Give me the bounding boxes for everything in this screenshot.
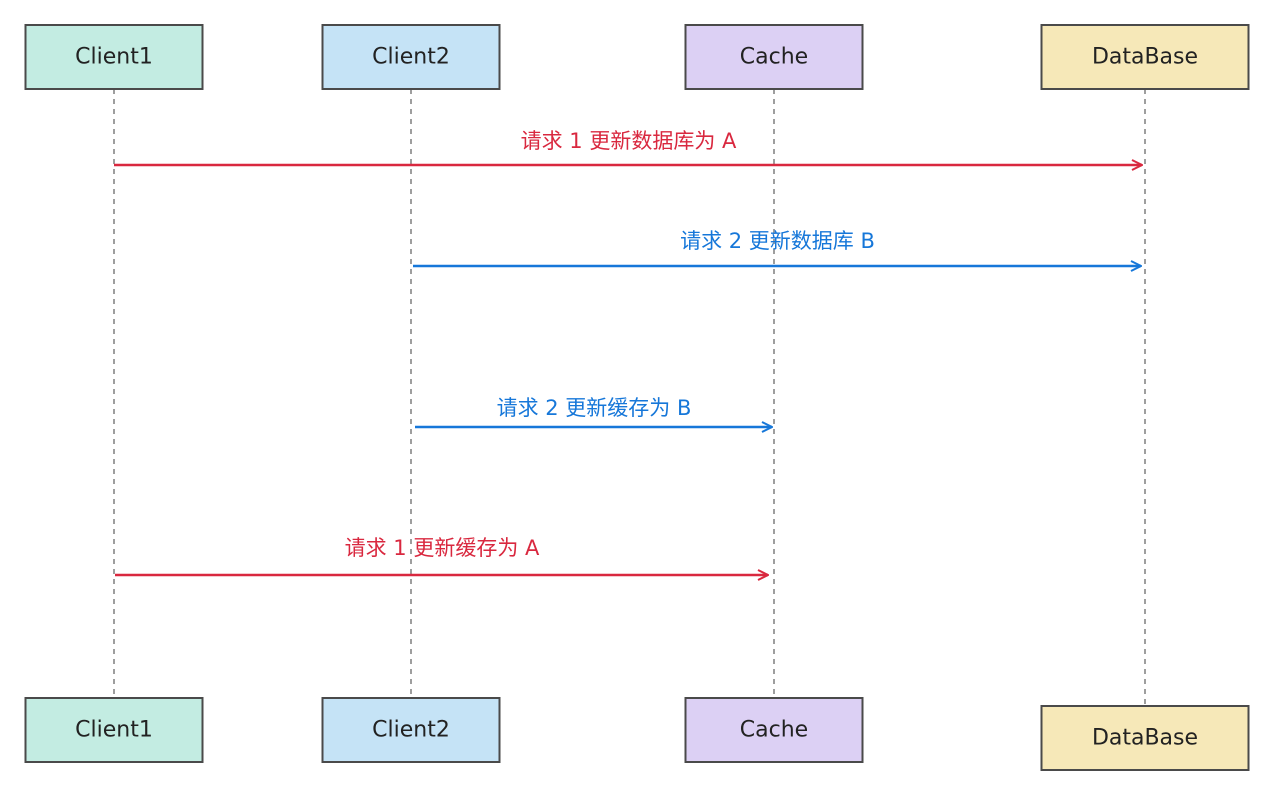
- message-label: 请求 2 更新数据库 B: [680, 229, 875, 253]
- participant-label: Cache: [740, 718, 808, 743]
- participant-label: Cache: [740, 45, 808, 70]
- message-1: 请求 1 更新数据库为 A: [114, 129, 1142, 165]
- participant-database-bottom: DataBase: [1040, 705, 1250, 771]
- participant-box: [1040, 24, 1250, 90]
- message-3: 请求 2 更新缓存为 B: [415, 396, 772, 427]
- message-label: 请求 2 更新缓存为 B: [497, 396, 692, 420]
- participant-label: Client2: [372, 718, 450, 743]
- participant-database-top: DataBase: [1040, 24, 1250, 90]
- participant-client2-top: Client2: [321, 24, 501, 90]
- participant-box: [684, 24, 864, 90]
- message-label: 请求 1 更新缓存为 A: [345, 536, 540, 560]
- participant-client1-bottom: Client1: [24, 697, 204, 763]
- participant-client1-top: Client1: [24, 24, 204, 90]
- participant-box: [24, 697, 204, 763]
- participant-box: [321, 24, 501, 90]
- participant-label: Client1: [75, 718, 153, 743]
- message-label: 请求 1 更新数据库为 A: [521, 129, 737, 153]
- participant-box: [24, 24, 204, 90]
- participant-client2-bottom: Client2: [321, 697, 501, 763]
- participant-box: [684, 697, 864, 763]
- participant-cache-bottom: Cache: [684, 697, 864, 763]
- message-2: 请求 2 更新数据库 B: [413, 229, 1141, 266]
- participant-label: Client2: [372, 45, 450, 70]
- participant-cache-top: Cache: [684, 24, 864, 90]
- participant-box: [321, 697, 501, 763]
- participant-label: DataBase: [1092, 45, 1198, 70]
- message-4: 请求 1 更新缓存为 A: [115, 536, 768, 575]
- participant-box: [1040, 705, 1250, 771]
- participant-label: DataBase: [1092, 726, 1198, 751]
- participant-label: Client1: [75, 45, 153, 70]
